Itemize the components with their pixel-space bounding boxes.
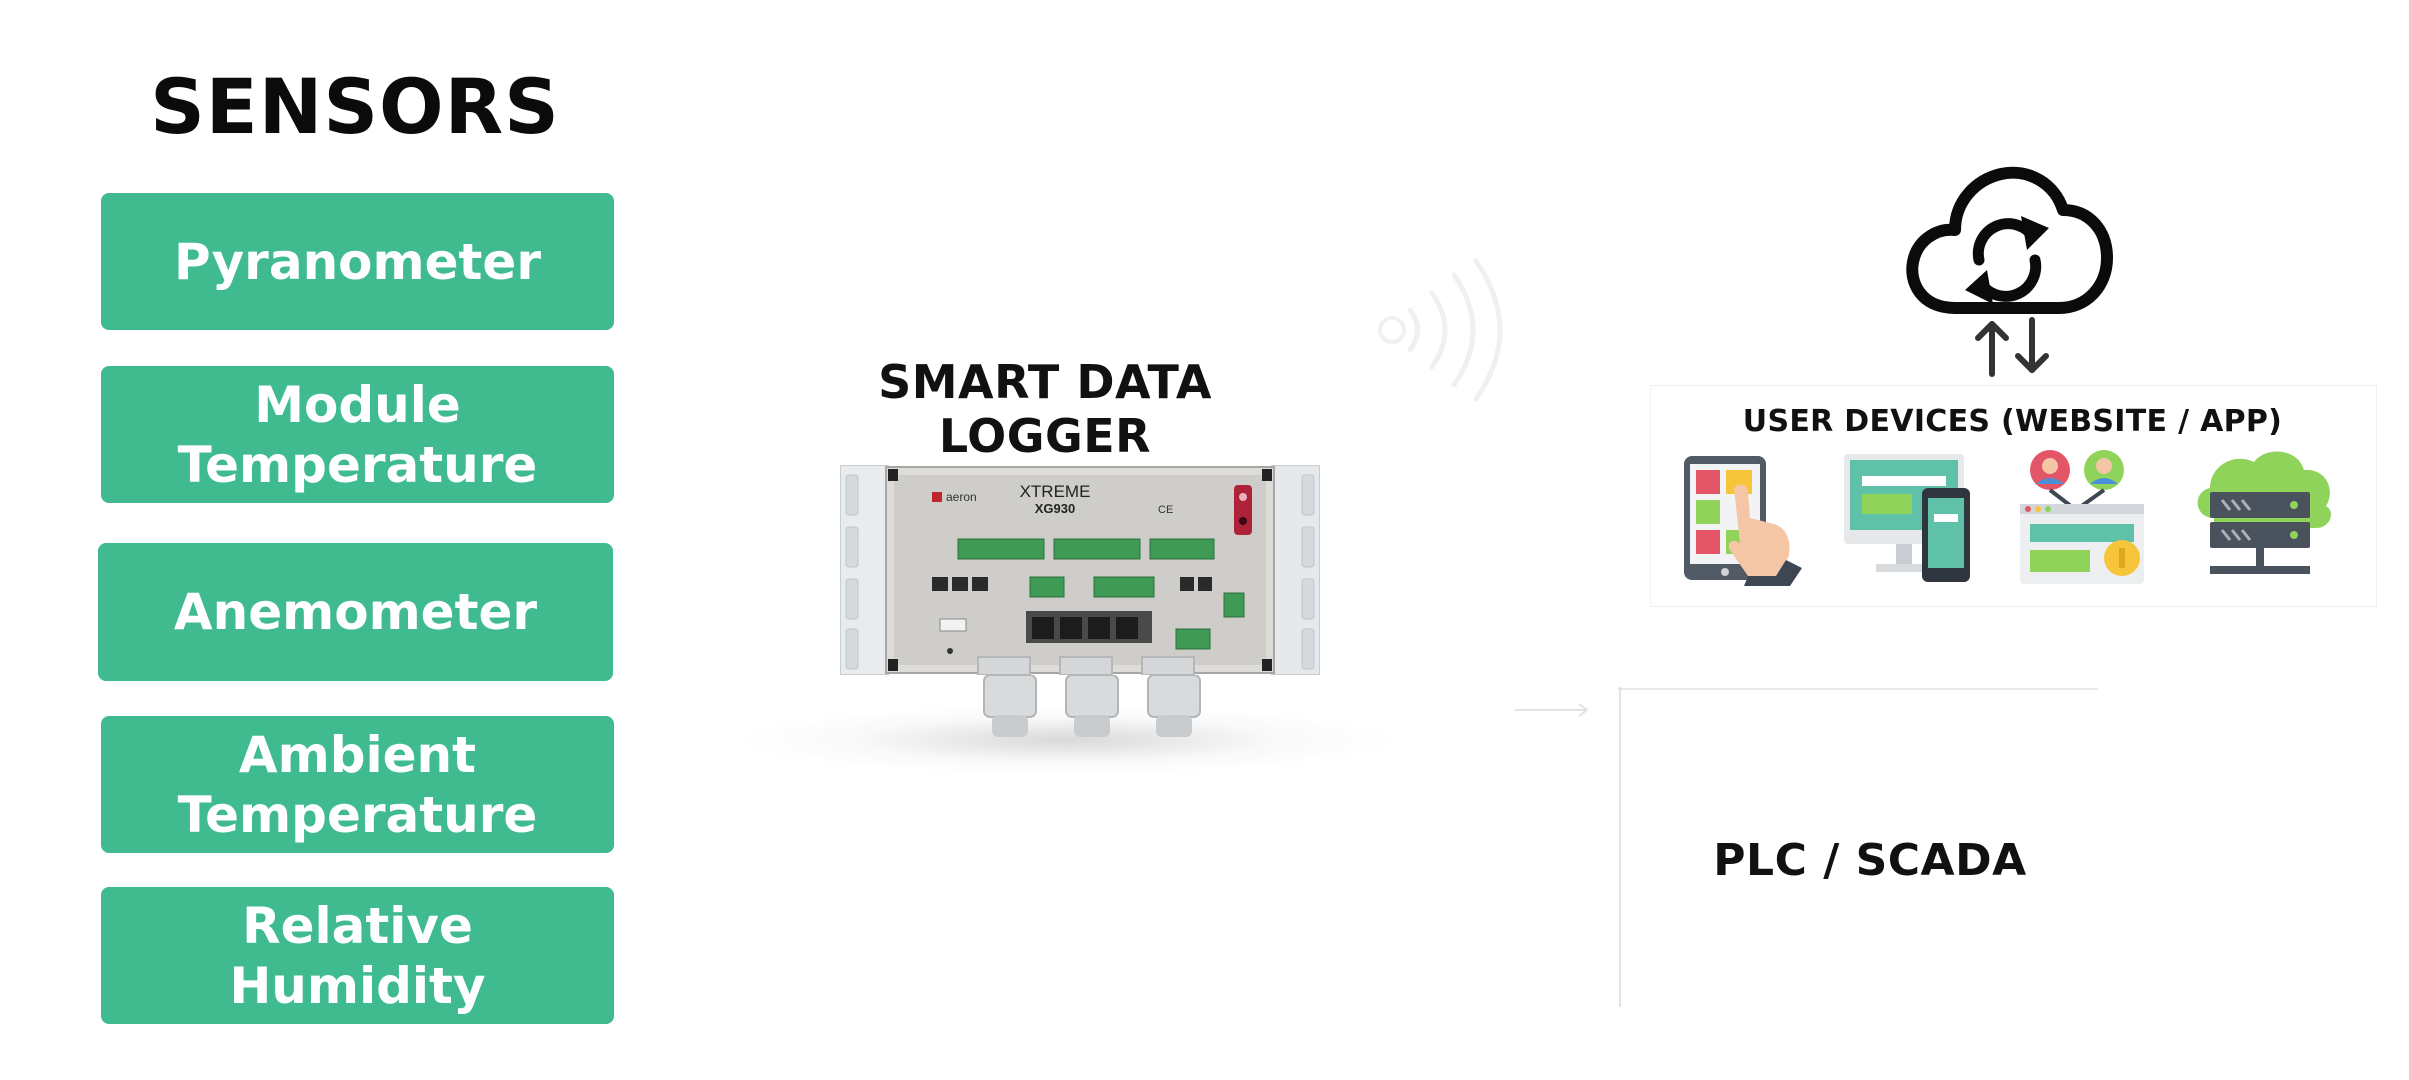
sensor-relative-humidity: Relative Humidity [101,887,614,1024]
logger-model-name: XTREME [1020,482,1091,501]
sensor-ambient-temperature: Ambient Temperature [101,716,614,853]
sensor-label: Ambient [238,725,477,784]
logger-shadow [740,705,1390,775]
sensor-label: Temperature [177,785,538,844]
sensor-label: Module [254,375,461,434]
sensor-anemometer: Anemometer [98,543,613,681]
plc-scada-title: PLC / SCADA [1713,835,2027,886]
cloud-sync-icon [1906,166,2113,314]
up-down-arrows-icon [1975,317,2049,377]
sensor-label: Anemometer [173,583,538,641]
desktop-mobile-icon [1844,454,1970,582]
logger-title: SMART DATA LOGGER [878,355,1212,463]
server-cloud-icon [2197,451,2331,574]
plc-connector-arrow [1515,703,1589,717]
sensor-pyranometer: Pyranometer [101,193,614,330]
tablet-touch-icon [1684,456,1802,586]
logger-model-code: XG930 [1035,501,1075,516]
sensor-label: Relative Humidity [229,896,486,1015]
sensor-label: Pyranometer [174,232,541,291]
sensor-module-temperature: Module Temperature [101,366,614,503]
plc-scada-frame [1618,687,2098,1007]
cable-glands [983,675,1201,737]
user-devices-title: USER DEVICES (WEBSITE / APP) [1742,404,2283,439]
users-network-icon [2020,450,2144,584]
logger-brand: aeron [946,490,977,504]
sensor-label: Temperature [177,435,538,494]
data-logger-device: aeron XTREME XG930 CE [840,465,1320,675]
wireless-signal-icon [1378,258,1503,402]
sensors-title: SENSORS [150,62,560,151]
logger-cert-mark: CE [1158,504,1173,516]
